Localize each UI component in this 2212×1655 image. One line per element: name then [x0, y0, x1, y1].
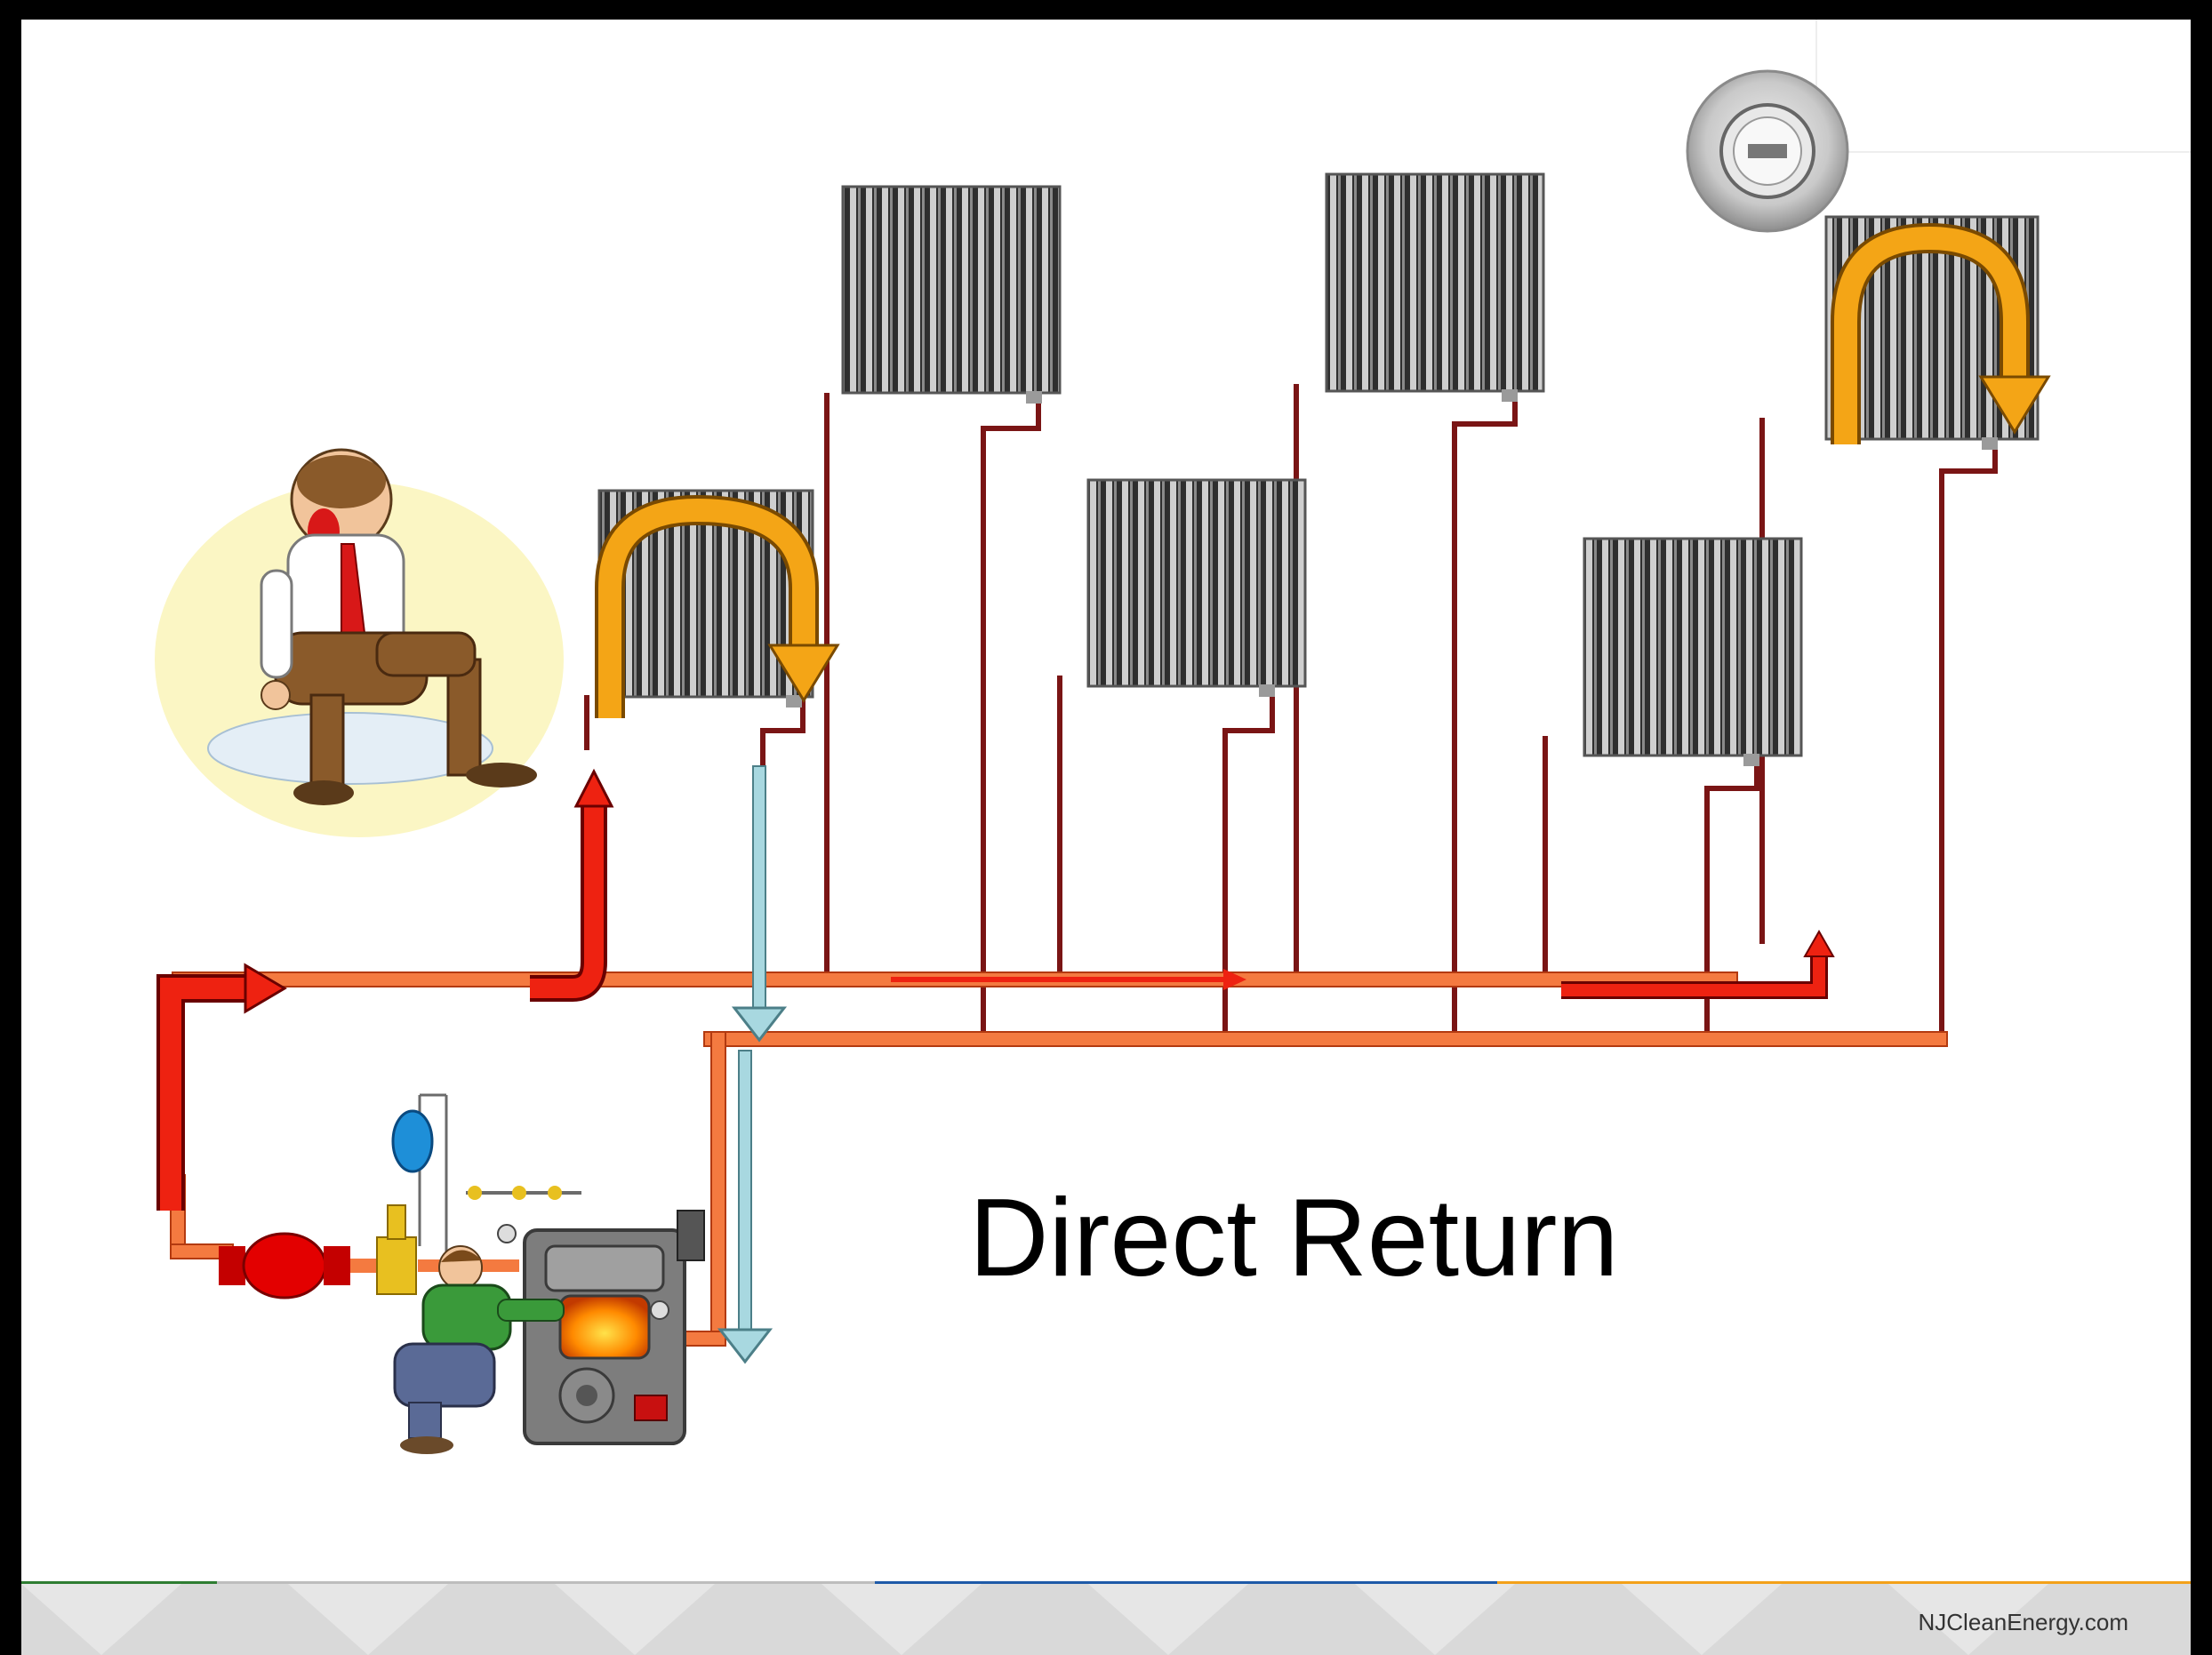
slide-title: Direct Return [969, 1177, 1619, 1299]
radiator-flow-arrow [1831, 222, 2051, 444]
thermostat-icon [1686, 69, 1849, 233]
radiator-icon [1583, 537, 1803, 766]
radiator-icon [1325, 172, 1545, 402]
riser-3-return [1222, 695, 1275, 1038]
riser-4-return [1452, 391, 1518, 1038]
supply-flow-arrow [156, 963, 287, 1211]
radiator-icon [841, 185, 1062, 404]
boiler-icon [497, 1210, 705, 1445]
riser-1-return [760, 695, 805, 988]
hot-man-icon [155, 448, 564, 837]
pump-icon [219, 1232, 377, 1299]
riser-2-return [981, 391, 1041, 1038]
supply-flow-arrow [530, 768, 614, 1002]
footer-site-label[interactable]: NJCleanEnergy.com [1918, 1609, 2128, 1635]
radiator-icon [1086, 478, 1307, 697]
supply-flow-arrow [1561, 929, 1835, 999]
direct-return-diagram [155, 69, 2051, 1454]
footer-color-rule [21, 1581, 2191, 1586]
riser-6-return [1939, 437, 1998, 1038]
riser-5-return [1704, 757, 1759, 1038]
footer-band: NJCleanEnergy.com [21, 1584, 2191, 1655]
radiator-flow-arrow [595, 494, 840, 718]
return-flow-arrow [717, 1050, 773, 1364]
footer-pattern [21, 1584, 2048, 1655]
slide: Direct Return NJCleanEnergy.com [21, 20, 2191, 1655]
supply-flow-arrow [891, 969, 1246, 990]
expansion-tank-icon [391, 1109, 434, 1173]
boiler-technician-icon [393, 1245, 565, 1454]
return-flow-arrow [731, 765, 788, 1043]
